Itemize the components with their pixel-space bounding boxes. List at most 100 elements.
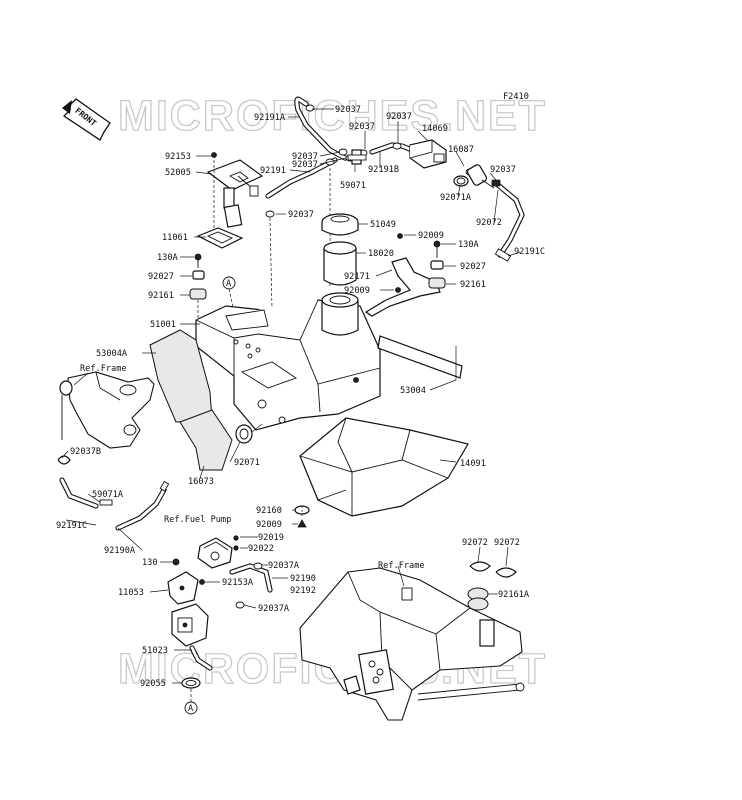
bolt-130A-left	[194, 253, 202, 268]
label-92072: 92072	[462, 538, 488, 548]
fuel-gauge-52005	[206, 159, 264, 228]
label-92037A: 92037A	[258, 604, 290, 614]
label-16087: 16087	[448, 145, 474, 155]
collar-92027-right	[430, 260, 444, 270]
screw-92022	[233, 545, 239, 551]
pad-53004	[377, 335, 463, 379]
gasket-11061	[196, 227, 244, 249]
pipe-51023	[189, 645, 213, 671]
label-ref-frame: Ref.Frame	[378, 561, 425, 571]
front-arrow-icon: FRONT	[62, 98, 111, 141]
bracket-92171	[364, 257, 441, 317]
fitting-59071A	[99, 499, 113, 506]
label-92022: 92022	[248, 544, 274, 554]
label-92037: 92037	[349, 122, 375, 132]
label-52005: 52005	[165, 168, 191, 178]
label-92190: 92190	[290, 574, 316, 584]
hose-92190A	[115, 480, 170, 531]
label-92161: 92161	[148, 291, 174, 301]
bolt-92009-c	[297, 519, 307, 528]
label-11061: 11061	[162, 233, 188, 243]
label-92037: 92037	[292, 160, 318, 170]
frame-left	[59, 371, 155, 449]
clamp-92071A	[453, 175, 469, 187]
part-labels: 92191A 92037 92037 92037 14069 92153 920…	[56, 105, 545, 689]
connector-92191C	[494, 248, 512, 262]
label-130A: 130A	[157, 253, 179, 263]
label-18020: 18020	[368, 249, 394, 259]
pad-53004A	[149, 329, 213, 423]
label-92009: 92009	[344, 286, 370, 296]
label-92027: 92027	[460, 262, 486, 272]
label-92037A: 92037A	[268, 561, 300, 571]
hose-92191C-upper	[495, 182, 525, 258]
label-92019: 92019	[258, 533, 284, 543]
label-92071: 92071	[234, 458, 260, 468]
screw-92153	[211, 152, 217, 158]
label-92037: 92037	[292, 152, 318, 162]
label-92072: 92072	[476, 218, 502, 228]
figure-code: F2410	[503, 92, 529, 102]
label-11053: 11053	[118, 588, 144, 598]
label-51023: 51023	[142, 646, 168, 656]
breather-hose-92191A	[294, 96, 348, 161]
tray-14091	[299, 417, 469, 517]
bolt-92009-a	[397, 233, 403, 239]
label-53004: 53004	[400, 386, 426, 396]
label-92161: 92161	[460, 280, 486, 290]
label-51049: 51049	[370, 220, 396, 230]
pump-body	[171, 603, 209, 647]
label-92190A: 92190A	[104, 546, 136, 556]
label-59071A: 59071A	[92, 490, 124, 500]
label-92037: 92037	[335, 105, 361, 115]
label-92037B: 92037B	[70, 447, 101, 457]
hose-92191C-lower	[59, 477, 99, 509]
fuel-pump	[197, 537, 233, 569]
label-92071A: 92071A	[440, 193, 472, 203]
label-92191: 92191	[260, 166, 286, 176]
label-92072: 92072	[494, 538, 520, 548]
bolt-130A-right	[433, 240, 441, 258]
canister-14069	[409, 139, 447, 169]
label-53004A: 53004A	[96, 349, 128, 359]
label-92171: 92171	[344, 272, 370, 282]
label-92191C: 92191C	[56, 521, 87, 531]
label-92037: 92037	[288, 210, 314, 220]
circle-ref-A-bottom: A	[184, 701, 198, 715]
label-92191A: 92191A	[254, 113, 286, 123]
leader-92071-link	[251, 423, 263, 433]
label-92055: 92055	[140, 679, 166, 689]
label-ref-frame: Ref.Frame	[80, 364, 127, 374]
label-92192: 92192	[290, 586, 316, 596]
clamp-92072	[491, 179, 501, 187]
o-ring-92055	[181, 677, 201, 689]
label-16073: 16073	[188, 477, 214, 487]
label-92009: 92009	[256, 520, 282, 530]
strainer-18020	[323, 241, 357, 286]
clamp-92072-a	[469, 561, 491, 572]
t-joint-59071	[347, 149, 367, 165]
label-92037: 92037	[386, 112, 412, 122]
breather-hose-92191	[265, 157, 338, 199]
label-14069: 14069	[422, 124, 448, 134]
label-14091: 14091	[460, 459, 486, 469]
label-leaders	[61, 108, 521, 684]
label-ref-fuel-pump: Ref.Fuel Pump	[164, 515, 231, 525]
screw-92153A	[199, 579, 205, 585]
frame-right	[299, 567, 525, 721]
clamp-92037B	[57, 455, 71, 465]
label-92027: 92027	[148, 272, 174, 282]
clamp-92037A-a	[253, 562, 263, 570]
grommet-92071	[235, 424, 253, 444]
label-92191C: 92191C	[514, 247, 545, 257]
label-92161A: 92161A	[498, 590, 530, 600]
circle-ref-A-label: A	[226, 279, 232, 289]
label-130: 130	[142, 558, 158, 568]
circle-ref-A-bottom-label: A	[188, 704, 194, 714]
clamp-92072-b	[495, 567, 517, 578]
hose-92191B	[369, 142, 415, 155]
bracket-11053	[167, 571, 199, 605]
plate-16073	[179, 409, 233, 471]
filler-cap-51049	[321, 213, 359, 236]
bolt-92009-b	[395, 287, 401, 293]
